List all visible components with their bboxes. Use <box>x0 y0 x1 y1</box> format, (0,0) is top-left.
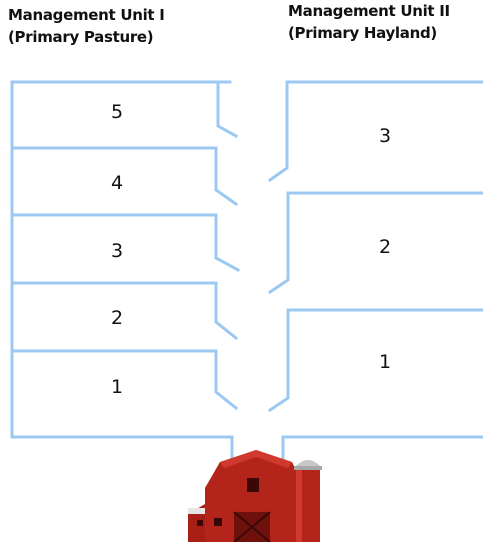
divider-3-2 <box>10 281 239 341</box>
divider-4-3 <box>10 213 241 273</box>
management-unit-1-title: Management Unit I (Primary Pasture) <box>8 4 165 48</box>
management-unit-2-title: Management Unit II (Primary Hayland) <box>288 0 450 44</box>
paddock-label-unit1-2: 2 <box>111 307 123 329</box>
paddock-label-unit2-3: 3 <box>379 125 391 147</box>
silo-icon <box>294 460 322 542</box>
hay-divider-3-2 <box>267 191 483 295</box>
paddock-label-unit1-5: 5 <box>111 101 123 123</box>
hay-divider-2-1 <box>267 308 483 413</box>
unit-2-fences <box>230 80 483 464</box>
paddock-label-unit1-4: 4 <box>111 172 123 194</box>
management-unit-1-use: (Primary Pasture) <box>8 28 154 46</box>
hay-paddock-3-fence <box>267 80 483 183</box>
unit-1-outer-fence <box>10 80 234 439</box>
paddock-5-gate-fence <box>216 80 239 139</box>
management-unit-2-use: (Primary Hayland) <box>288 24 437 42</box>
divider-2-1 <box>10 349 239 411</box>
paddock-label-unit1-3: 3 <box>111 240 123 262</box>
paddock-label-unit1-1: 1 <box>111 376 123 398</box>
unit-1-fences <box>10 80 241 439</box>
paddock-label-unit2-2: 2 <box>379 236 391 258</box>
barn-icon <box>188 450 305 542</box>
unit-2-bottom-fence <box>281 435 483 464</box>
management-unit-2-name: Management Unit II <box>288 2 450 20</box>
paddock-label-unit2-1: 1 <box>379 351 391 373</box>
divider-5-4 <box>10 146 239 207</box>
management-unit-1-name: Management Unit I <box>8 6 165 24</box>
